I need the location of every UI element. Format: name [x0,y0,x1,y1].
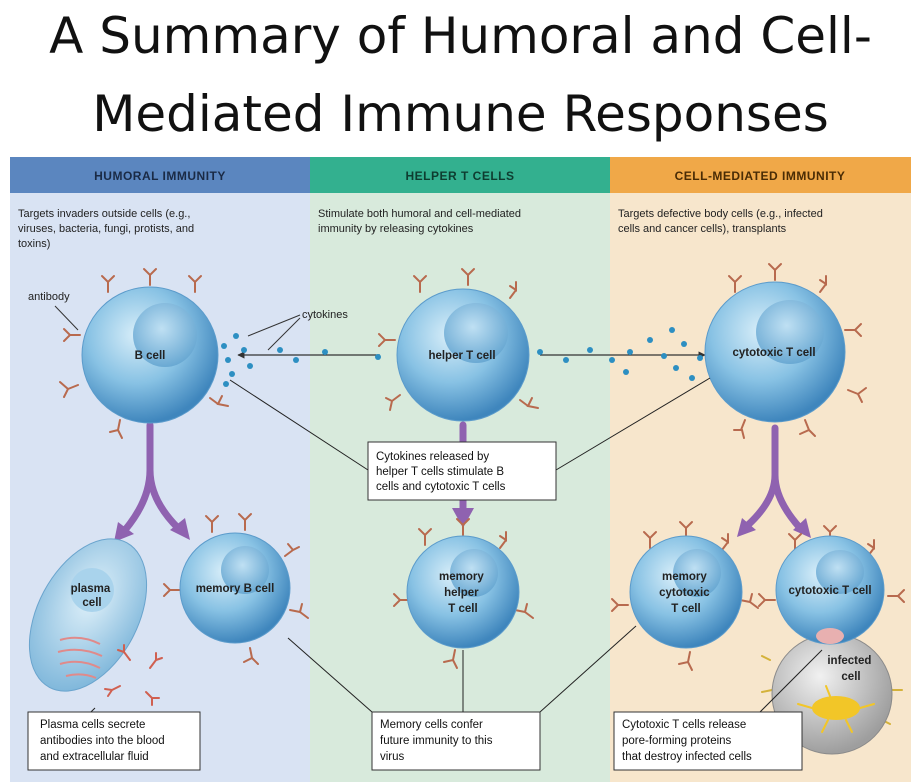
callout-memory-box [371,711,541,771]
b-cell-label: B cell [135,350,166,362]
callout-cytokines-text: Cytokines released by helper T cells sti… [376,451,507,493]
cytokines-pointer-1 [247,314,301,337]
plasma-cell: plasma cell [28,538,148,692]
title-line-1: A Summary of Humoral and Cell- [49,7,872,65]
callout-line-memory-b [287,637,373,713]
antibody-pointer [54,305,79,331]
helper-desc: Stimulate both humoral and cell-mediated… [318,208,524,235]
memory-cytotoxic-t-cell: memory cytotoxic T cell [611,521,759,671]
cell-mediated-desc: Targets defective body cells (e.g., infe… [618,208,826,235]
callout-plasma-text: Plasma cells secrete antibodies into the… [40,719,168,763]
cytotoxic-t-cell: cytotoxic T cell [704,263,867,439]
memory-helper-t-cell-label: memory helper T cell [439,571,487,615]
cytotoxic-t-cell-attacking: cytotoxic T cell [758,525,905,645]
helper-t-cell: helper T cell [378,268,539,422]
callout-line-cytotoxic [555,377,711,471]
helper-t-cell-label: helper T cell [428,350,495,362]
callout-cytotoxic-box [613,711,803,771]
callout-cytotoxic-text: Cytotoxic T cells release pore-forming p… [622,719,752,763]
memory-helper-t-cell: memory helper T cell [393,518,534,669]
infected-cell-label: infected cell [827,655,874,683]
memory-cytotoxic-t-cell-label: memory cytotoxic T cell [659,571,713,615]
differentiation-arrows [121,421,804,534]
differentiation-arrowheads [114,508,811,542]
helper-header: HELPER T CELLS [405,169,514,183]
humoral-desc: Targets invaders outside cells (e.g., vi… [18,208,197,250]
antibody-label: antibody [28,291,70,303]
humoral-header: HUMORAL IMMUNITY [94,169,226,183]
helper-header-bar [310,157,610,193]
cytotoxic-t-cell-2-label: cytotoxic T cell [788,585,871,597]
cell-mediated-header-bar [610,157,911,193]
plasma-cell-label: plasma cell [71,583,114,609]
cytokine-dots [221,327,703,387]
cytokines-pointer-2 [267,317,301,351]
cytokines-label: cytokines [302,309,348,321]
callout-line-b-cell [229,379,369,471]
secreted-antibodies [104,644,163,706]
humoral-header-bar [10,157,310,193]
callout-plasma-box [27,711,201,771]
cytotoxic-t-cell-label: cytotoxic T cell [732,347,815,359]
memory-b-cell: memory B cell [163,513,309,665]
callout-line-memory-cytotoxic [539,625,637,713]
callout-line-infected [759,649,823,713]
cell-mediated-header: CELL-MEDIATED IMMUNITY [675,169,846,183]
memory-b-cell-label: memory B cell [196,583,275,595]
callout-cytokines-box [367,441,557,501]
callout-memory-text: Memory cells confer future immunity to t… [380,719,496,763]
title-line-2: Mediated Immune Responses [92,85,829,143]
b-cell: B cell [59,268,229,439]
